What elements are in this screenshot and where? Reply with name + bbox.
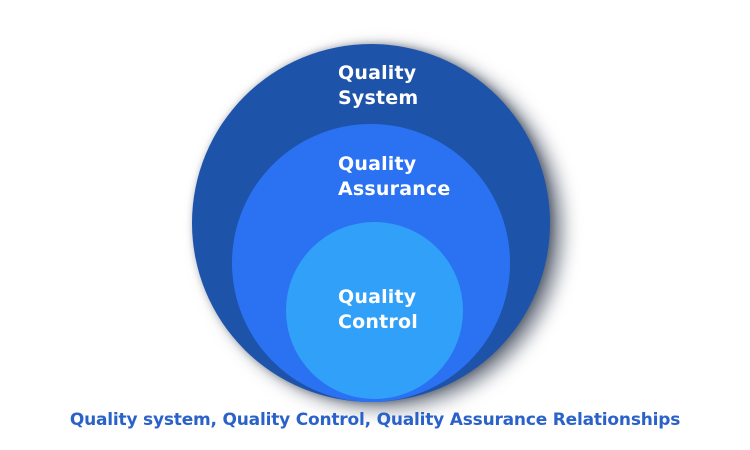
quality-assurance-label: Quality Assurance	[338, 153, 451, 200]
quality-control-circle	[286, 222, 463, 399]
diagram-caption: Quality system, Quality Control, Quality…	[69, 410, 681, 430]
quality-system-label: Quality System	[338, 62, 419, 109]
quality-control-label: Quality Control	[338, 286, 418, 333]
